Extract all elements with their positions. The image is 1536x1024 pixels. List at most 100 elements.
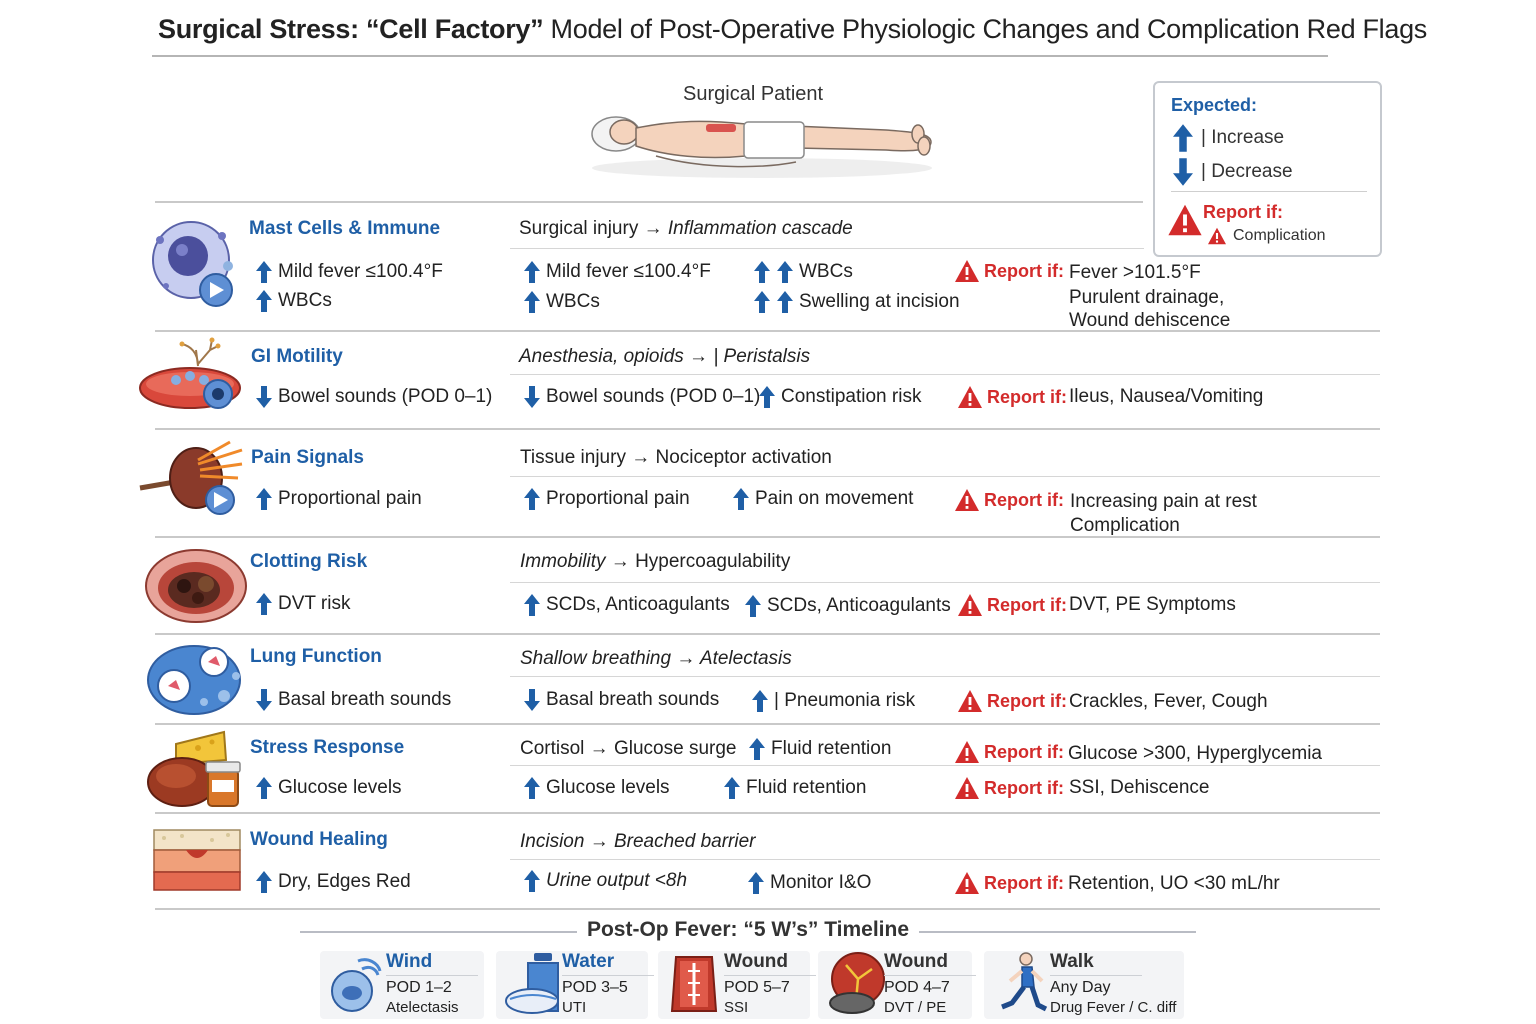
- red-flag-text: Purulent drainage,: [1069, 287, 1225, 308]
- skin-layers-icon: [153, 829, 241, 891]
- timeline-card-water: Water POD 3–5 UTI: [496, 951, 654, 1019]
- card-divider: [562, 975, 654, 976]
- report-if-label: Report if:: [954, 488, 1064, 512]
- legend-divider: [1171, 191, 1367, 192]
- red-flag-text: Wound dehiscence: [1069, 310, 1231, 331]
- lung-col3-item: | Pneumonia risk: [751, 689, 915, 713]
- up-arrow-icon: [523, 290, 541, 314]
- timeline-card-cause: DVT / PE: [884, 999, 947, 1016]
- red-flag-text: Increasing pain at rest: [1070, 491, 1257, 512]
- sub-divider: [510, 248, 1144, 249]
- gi-col3-item: Constipation risk: [758, 385, 921, 409]
- legend-title: Expected:: [1171, 95, 1258, 115]
- clot-icon: [829, 952, 885, 1014]
- sub-divider: [510, 859, 1380, 860]
- up-arrow-icon: [523, 260, 541, 284]
- nerve-pain-icon: [139, 440, 243, 515]
- timeline-title: Post-Op Fever: “5 W’s” Timeline: [300, 918, 1196, 942]
- red-flag-text: Retention, UO <30 mL/hr: [1068, 873, 1280, 894]
- row-divider: [155, 330, 1380, 332]
- warning-icon: [957, 593, 983, 617]
- timeline-card-cause: Atelectasis: [386, 999, 459, 1016]
- sub-divider: [510, 582, 1380, 583]
- up-arrow-icon: [753, 260, 771, 284]
- up-arrow-icon: [523, 776, 541, 800]
- adrenal-cortisol-icon: [147, 730, 241, 807]
- up-arrow-icon: [255, 260, 273, 284]
- legend-increase-label: | Increase: [1201, 127, 1285, 148]
- stress-mech-col3-item: Fluid retention: [748, 737, 891, 761]
- warning-icon: [1208, 227, 1226, 245]
- up-arrow-icon: [255, 870, 273, 894]
- timeline-card-pod: POD 1–2: [386, 979, 452, 996]
- report-if-label: Report if:: [954, 740, 1064, 764]
- timeline-card-title: Wind: [386, 951, 433, 972]
- section-title-lung: Lung Function: [250, 646, 382, 667]
- pain-col1-item: Proportional pain: [255, 487, 422, 511]
- up-arrow-icon: [523, 487, 541, 511]
- up-arrow-icon: [255, 776, 273, 800]
- up-arrow-icon: [744, 594, 762, 618]
- warning-icon: [954, 871, 980, 895]
- stress-col2-item: Glucose levels: [523, 776, 670, 800]
- pain-col2-item: Proportional pain: [523, 487, 690, 511]
- up-arrow-icon: [723, 776, 741, 800]
- timeline-card-cause: Drug Fever / C. diff: [1050, 999, 1177, 1016]
- red-flag-text: Fever >101.5°F: [1069, 262, 1201, 283]
- immune-col1-item: WBCs: [255, 289, 332, 313]
- card-divider: [724, 975, 816, 976]
- card-divider: [386, 975, 478, 976]
- row-divider: [155, 428, 1380, 430]
- row-divider: [155, 201, 1143, 203]
- row-divider: [155, 908, 1380, 910]
- row-divider: [155, 536, 1380, 538]
- report-if-label: Report if:: [957, 385, 1067, 409]
- mechanism-pain: Tissue injury → Nociceptor activation: [520, 447, 832, 468]
- warning-icon: [957, 385, 983, 409]
- mast-cell-icon: [152, 221, 233, 307]
- immune-col2-item: Mild fever ≤100.4°F: [523, 260, 711, 284]
- mechanism-clotting: Immobility → Hypercoagulability: [520, 551, 791, 572]
- up-arrow-icon: [776, 290, 794, 314]
- wound-col3-item: Monitor I&O: [747, 871, 871, 895]
- legend-increase: | Increase: [1171, 123, 1284, 153]
- down-arrow-icon: [255, 385, 273, 409]
- immune-col3-item: WBCs: [753, 260, 853, 284]
- immune-col3-item: Swelling at incision: [753, 290, 960, 314]
- up-arrow-icon: [751, 689, 769, 713]
- warning-icon: [954, 740, 980, 764]
- down-arrow-icon: [523, 385, 541, 409]
- timeline-card-title: Walk: [1050, 951, 1094, 972]
- mechanism-wound: Incision → Breached barrier: [520, 831, 756, 852]
- wound-col1-item: Dry, Edges Red: [255, 870, 411, 894]
- timeline-card-title: Wound: [724, 951, 789, 972]
- row-divider: [155, 812, 1380, 814]
- timeline-card-cause: SSI: [724, 999, 749, 1016]
- timeline-card-pod: Any Day: [1050, 979, 1111, 996]
- stress-col1-item: Glucose levels: [255, 776, 402, 800]
- mechanism-gi: Anesthesia, opioids → | Peristalsis: [519, 346, 811, 367]
- stress-col3-item: Fluid retention: [723, 776, 866, 800]
- timeline-card-wind: Wind POD 1–2 Atelectasis: [320, 951, 484, 1019]
- sub-divider: [510, 765, 1380, 766]
- sub-divider: [510, 374, 1380, 375]
- timeline-card-title: Water: [562, 951, 615, 972]
- lung-col2-item: Basal breath sounds: [523, 688, 719, 712]
- up-arrow-icon: [255, 487, 273, 511]
- mechanism-stress: Cortisol → Glucose surge: [520, 738, 737, 759]
- legend-report-label: Report if:: [1203, 202, 1283, 222]
- mechanism-lung: Shallow breathing → Atelectasis: [520, 648, 792, 669]
- legend-decrease: | Decrease: [1171, 157, 1293, 187]
- immune-col1-item: Mild fever ≤100.4°F: [255, 260, 443, 284]
- sub-divider: [510, 476, 1380, 477]
- blood-vessel-clot-icon: [145, 549, 247, 623]
- bladder-icon: [505, 953, 559, 1014]
- lung-col1-item: Basal breath sounds: [255, 688, 451, 712]
- section-title-pain: Pain Signals: [251, 447, 364, 468]
- clotting-col1-item: DVT risk: [255, 592, 350, 616]
- timeline-card-wound-dvt: Wound POD 4–7 DVT / PE: [818, 951, 976, 1019]
- down-arrow-icon: [1173, 158, 1193, 186]
- legend-complication: Complication: [1207, 227, 1325, 245]
- lungs-icon: [331, 958, 382, 1012]
- warning-icon: [1168, 204, 1202, 236]
